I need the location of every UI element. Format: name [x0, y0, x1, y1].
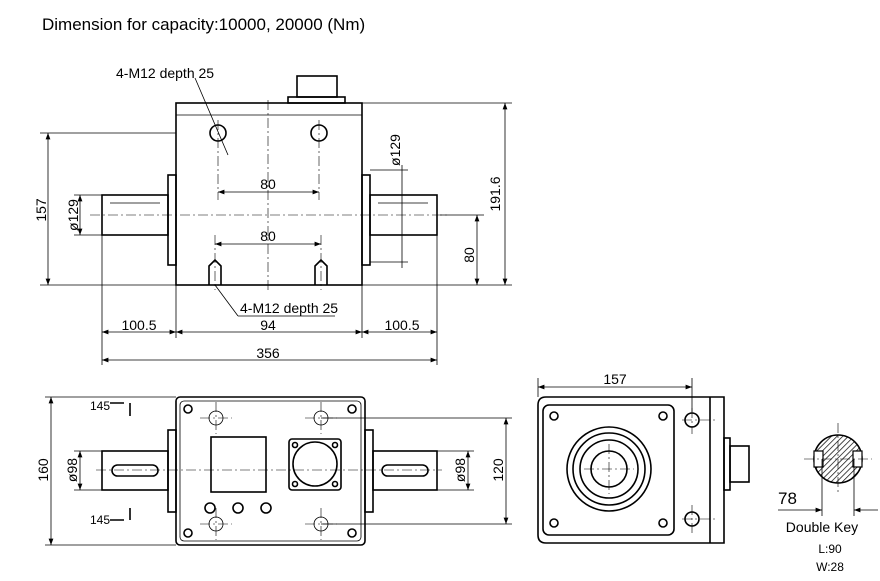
dim-dia-left: ø129: [65, 199, 81, 231]
dim-body-width: 94: [260, 317, 276, 333]
dim-dia98-right: ø98: [452, 458, 468, 482]
dim-center-height: 80: [461, 247, 477, 263]
key-length: L:90: [818, 542, 842, 556]
left-flange: [167, 174, 177, 266]
dim-hole-spacing-top: 80: [260, 176, 276, 192]
right-flange: [361, 174, 371, 266]
dim-120: 120: [490, 458, 506, 482]
hole-note-top: 4-M12 depth 25: [116, 65, 214, 81]
side-view: 157: [537, 371, 750, 544]
front-view: 145 145 160 ø98 ø98 120: [35, 396, 512, 546]
dim-total-length: 356: [256, 345, 280, 361]
body-outline: [175, 102, 363, 286]
key-label: Double Key: [786, 519, 858, 535]
dim-dia-right: ø129: [387, 134, 403, 166]
dim-key-78: 78: [778, 489, 797, 508]
section-mark-bottom: 145: [90, 513, 110, 527]
connector: [296, 75, 338, 98]
dim-dia98-left: ø98: [64, 458, 80, 482]
dim-shaft-right: 100.5: [384, 317, 419, 333]
dim-side-157: 157: [603, 371, 627, 387]
dim-191-6: 191.6: [487, 176, 503, 211]
dim-shaft-left: 100.5: [121, 317, 156, 333]
hole-note-bottom: 4-M12 depth 25: [240, 300, 338, 316]
key-section: 78 Double Key L:90 W:28: [778, 423, 878, 574]
dim-160: 160: [35, 458, 51, 482]
top-view: 4-M12 depth 25 4-M12 depth 25 157 191.6 …: [33, 65, 512, 365]
key-width: W:28: [816, 560, 844, 574]
drawing-title: Dimension for capacity:10000, 20000 (Nm): [42, 15, 365, 34]
dim-157: 157: [33, 198, 49, 222]
section-mark-top: 145: [90, 399, 110, 413]
dim-hole-spacing-bottom: 80: [260, 228, 276, 244]
